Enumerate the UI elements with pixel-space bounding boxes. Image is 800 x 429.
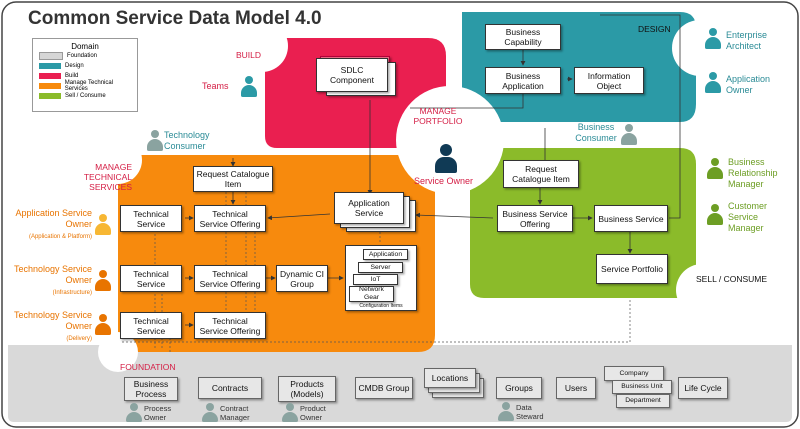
ci-server-box[interactable]: Server [358, 262, 403, 273]
technical-service-3-box[interactable]: Technical Service [120, 312, 182, 339]
enterprise-architect-label: Enterprise Architect [726, 30, 768, 51]
business-service-box[interactable]: Business Service [594, 205, 668, 232]
business-application-box[interactable]: Business Application [485, 67, 561, 94]
product-owner-label: Product Owner [300, 404, 326, 422]
sdlc-component-box[interactable]: SDLC Component [316, 58, 388, 92]
tech-owner-delivery-label: Technology Service Owner(Delivery) [13, 310, 92, 342]
ci-iot-box[interactable]: IoT [353, 274, 398, 285]
ci-application-box[interactable]: Application [363, 249, 408, 260]
diagram-title: Common Service Data Model 4.0 [28, 8, 322, 29]
business-consumer-label: Business Consumer [575, 122, 617, 143]
tech-owner-infra-person-icon [94, 270, 112, 292]
contract-manager-label: Contract Manager [220, 404, 250, 422]
service-owner-label: Service Owner [414, 176, 474, 186]
legend-item-design: Design [39, 61, 137, 71]
contract-manager-person-icon [202, 403, 218, 423]
tech-owner-delivery-person-icon [94, 314, 112, 336]
legend-item-foundation: Foundation [39, 51, 137, 61]
app-service-owner-person-icon [94, 214, 112, 236]
products-box[interactable]: Products (Models) [278, 376, 336, 402]
build-label: BUILD [236, 50, 262, 60]
design-label: DESIGN [638, 24, 671, 34]
csm-label: Customer Service Manager [728, 201, 768, 233]
foundation-label: FOUNDATION [120, 362, 176, 372]
technical-service-1-box[interactable]: Technical Service [120, 205, 182, 232]
technical-service-2-box[interactable]: Technical Service [120, 265, 182, 292]
legend: Domain Foundation Design Build Manage Te… [32, 38, 138, 112]
service-portfolio-box[interactable]: Service Portfolio [596, 254, 668, 284]
data-steward-person-icon [498, 402, 514, 422]
business-capability-box[interactable]: Business Capability [485, 24, 561, 50]
application-service-box[interactable]: Application Service [334, 192, 404, 224]
data-steward-label: Data Steward [516, 403, 544, 421]
technology-consumer-label: Technology Consumer [164, 130, 210, 151]
request-catalogue-item-right-box[interactable]: Request Catalogue Item [503, 160, 579, 188]
tech-owner-infra-label: Technology Service Owner(Infrastructure) [13, 264, 92, 296]
enterprise-architect-person-icon [704, 28, 722, 50]
process-owner-person-icon [126, 403, 142, 423]
teams-person-icon [240, 76, 258, 98]
technical-service-offering-3-box[interactable]: Technical Service Offering [194, 312, 266, 339]
manage-portfolio-circle [396, 86, 504, 194]
users-box[interactable]: Users [556, 377, 596, 399]
business-process-box[interactable]: Business Process [124, 377, 178, 401]
technical-service-offering-1-box[interactable]: Technical Service Offering [194, 205, 266, 232]
application-owner-label: Application Owner [726, 74, 771, 95]
technical-service-offering-2-box[interactable]: Technical Service Offering [194, 265, 266, 292]
life-cycle-box[interactable]: Life Cycle [678, 377, 728, 399]
locations-box[interactable]: Locations [424, 368, 476, 388]
process-owner-label: Process Owner [144, 404, 172, 422]
teams-label: Teams [202, 81, 229, 91]
manage-portfolio-label: MANAGE PORTFOLIO [413, 106, 463, 126]
dynamic-ci-group-box[interactable]: Dynamic CI Group [276, 265, 328, 292]
legend-item-build: Build [39, 71, 137, 81]
business-unit-box[interactable]: Business Unit [612, 380, 672, 394]
department-box[interactable]: Department [616, 394, 670, 408]
company-box[interactable]: Company [604, 366, 664, 381]
business-service-offering-box[interactable]: Business Service Offering [497, 205, 573, 232]
service-owner-person-icon [434, 144, 458, 174]
csm-person-icon [706, 204, 724, 226]
configuration-items-label: Configuration Items [359, 303, 403, 309]
groups-box[interactable]: Groups [496, 377, 542, 399]
legend-item-sell: Sell / Consume [39, 91, 137, 101]
cmdb-group-box[interactable]: CMDB Group [355, 377, 413, 399]
ci-network-gear-box[interactable]: Network Gear [349, 286, 394, 302]
app-service-owner-label: Application Service Owner(Application & … [15, 208, 92, 240]
sell-consume-label: SELL / CONSUME [696, 274, 768, 284]
information-object-box[interactable]: Information Object [574, 67, 644, 94]
brm-label: Business Relationship Manager [728, 157, 778, 189]
technology-consumer-person-icon [146, 130, 164, 152]
brm-person-icon [706, 158, 724, 180]
request-catalogue-item-left-box[interactable]: Request Catalogue Item [193, 166, 273, 192]
manage-technical-label: MANAGE TECHNICAL SERVICES [83, 162, 132, 192]
contracts-box[interactable]: Contracts [198, 377, 262, 399]
product-owner-person-icon [282, 403, 298, 423]
application-owner-person-icon [704, 72, 722, 94]
business-consumer-person-icon [620, 124, 638, 146]
legend-title: Domain [71, 42, 99, 51]
legend-item-manage: Manage Technical Services [39, 80, 137, 92]
